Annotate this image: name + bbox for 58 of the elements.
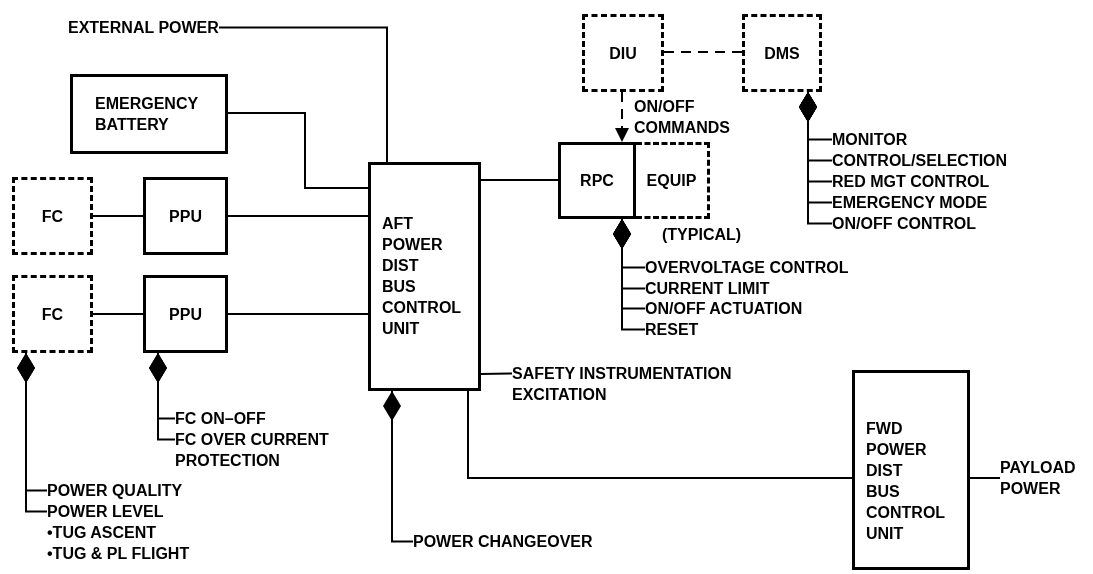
signal-label: EXTERNAL POWER — [68, 17, 219, 38]
box-label: RPC — [580, 171, 614, 191]
signal-label: RESET — [645, 319, 699, 340]
box-label: FC — [41, 206, 64, 227]
process-box — [852, 370, 970, 570]
connector — [227, 313, 369, 315]
connector — [613, 218, 646, 331]
note-text: •TUG ASCENT — [47, 523, 156, 543]
signal-label: EMERGENCY MODE — [832, 192, 988, 213]
connector — [467, 390, 853, 479]
signal-label: CURRENT LIMIT — [645, 278, 770, 299]
signal-label: ON/OFF CONTROL — [832, 213, 976, 234]
process-box — [143, 275, 228, 353]
dashed-connector — [663, 51, 743, 53]
signal-label: CONTROL/SELECTION — [832, 150, 1008, 171]
box-label: DMS — [764, 43, 800, 64]
connector — [92, 215, 144, 217]
connector — [799, 91, 833, 225]
connector — [480, 372, 513, 375]
signal-label: FC OVER CURRENT PROTECTION — [175, 429, 375, 471]
box-label: DIU — [609, 43, 637, 64]
connector — [227, 112, 369, 189]
box-label: AFT POWER DIST BUS CONTROL UNIT — [382, 214, 461, 339]
signal-label: FC ON–OFF — [175, 408, 266, 429]
connector — [92, 313, 144, 315]
connector — [383, 390, 414, 543]
dashed-box — [12, 275, 93, 353]
dashed-box — [12, 177, 93, 255]
connector — [218, 26, 388, 163]
dashed-box — [636, 142, 710, 219]
box-label: EMERGENCY BATTERY — [95, 94, 198, 135]
signal-label: MONITOR — [832, 129, 908, 150]
signal-label: PAYLOAD POWER — [1000, 457, 1076, 499]
box-label: PPU — [169, 206, 202, 227]
connector — [149, 352, 176, 441]
signal-label: POWER QUALITY — [47, 480, 183, 501]
process-box — [558, 142, 636, 219]
dashed-box — [742, 14, 822, 92]
box-label: PPU — [169, 304, 202, 325]
connector — [227, 215, 369, 217]
signal-label: SAFETY INSTRUMENTATION EXCITATION — [512, 363, 762, 405]
signal-label: POWER CHANGEOVER — [413, 531, 593, 552]
signal-label: POWER LEVEL — [47, 501, 164, 522]
signal-label: RED MGT CONTROL — [832, 171, 990, 192]
note-text: •TUG & PL FLIGHT — [47, 544, 190, 564]
signal-label: OVERVOLTAGE CONTROL — [645, 257, 849, 278]
connector — [480, 179, 559, 181]
process-box — [143, 177, 228, 255]
box-label: EQUIP — [646, 171, 697, 191]
note-text: (TYPICAL) — [662, 225, 742, 245]
process-box — [368, 162, 481, 391]
box-label: FC — [41, 304, 64, 325]
process-box — [70, 74, 228, 154]
connector — [969, 477, 1001, 479]
dashed-connector — [615, 91, 629, 143]
signal-label: ON/OFF ACTUATION — [645, 298, 803, 319]
box-label: FWD POWER DIST BUS CONTROL UNIT — [866, 419, 945, 544]
dashed-box — [582, 14, 664, 92]
